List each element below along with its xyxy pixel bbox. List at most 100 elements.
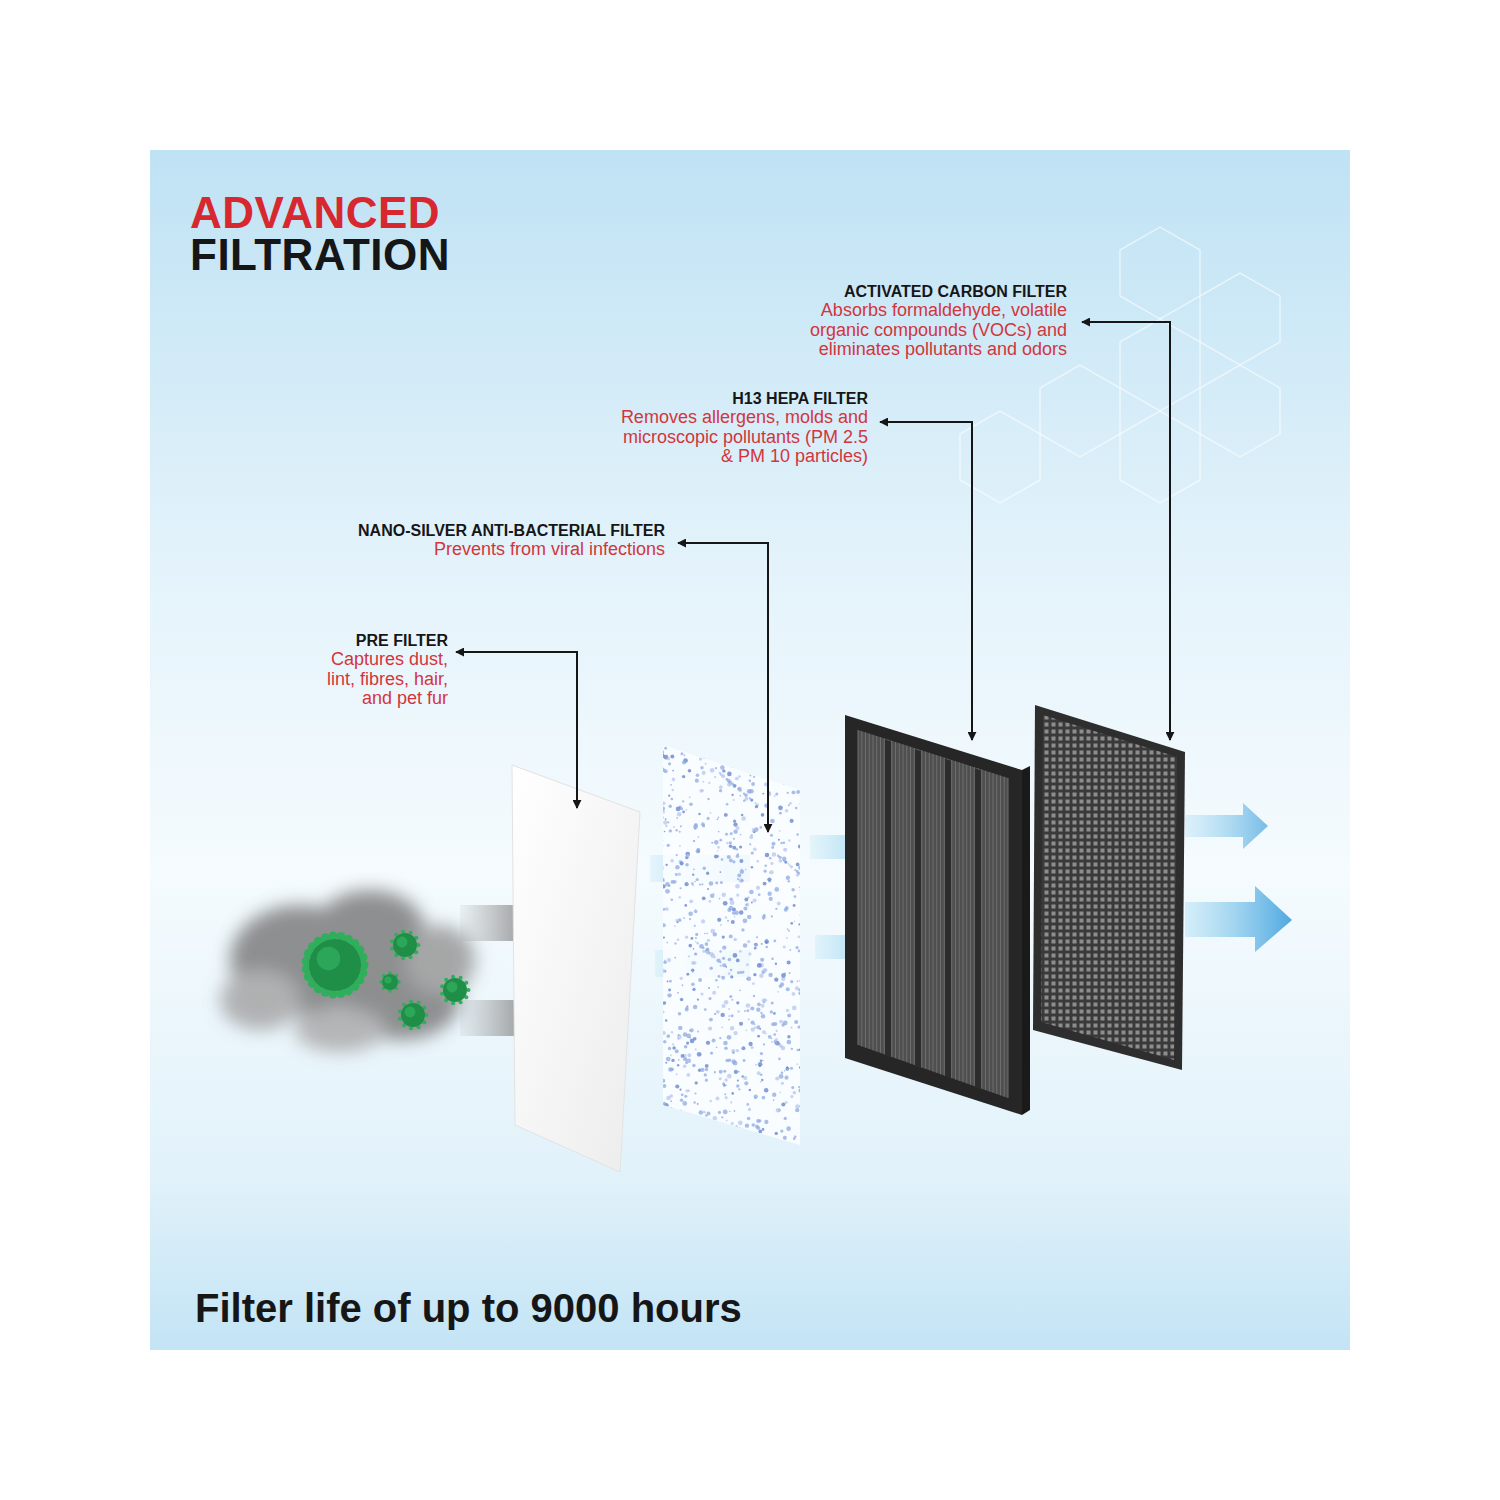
nano-silver-filter-sheet-part-part	[778, 839, 780, 841]
nano-silver-filter-sheet-part-part	[676, 817, 678, 819]
nano-silver-filter-sheet-part-part	[797, 1025, 800, 1028]
caption-text: Filter life of up to 9000 hours	[195, 1286, 742, 1331]
nano-silver-filter-sheet-part-part	[659, 1140, 661, 1142]
nano-silver-filter-sheet-part-part	[694, 952, 697, 955]
nano-silver-filter-sheet-part-part	[721, 1026, 723, 1028]
nano-silver-filter-sheet-part-part	[751, 866, 753, 868]
nano-silver-filter-sheet-part-part	[677, 1064, 679, 1066]
nano-silver-filter-sheet-part-part	[709, 748, 712, 751]
nano-silver-filter-sheet-part-part	[789, 972, 791, 974]
nano-silver-filter-sheet-part-part	[703, 867, 706, 870]
nano-silver-filter-sheet-part-part	[800, 773, 802, 775]
nano-silver-filter-sheet-part-part	[671, 1059, 674, 1062]
nano-silver-filter-sheet-part-part	[730, 969, 732, 971]
nano-silver-filter-sheet-part-part	[662, 969, 666, 973]
nano-silver-filter-sheet-part-part	[741, 1137, 744, 1140]
nano-silver-filter-sheet-part-part	[720, 773, 723, 776]
nano-silver-filter-sheet-part-part	[767, 877, 771, 881]
nano-silver-filter-sheet-part-part	[779, 812, 782, 815]
nano-silver-filter-sheet-part-part	[698, 1119, 703, 1124]
virus-particles-part-part	[401, 1003, 425, 1027]
nano-silver-filter-sheet-part-part	[719, 785, 723, 789]
nano-silver-filter-sheet-part-part	[660, 1050, 663, 1053]
nano-silver-filter-sheet-part-part	[799, 886, 801, 888]
nano-silver-filter-sheet-part-part	[661, 839, 664, 842]
nano-silver-filter-sheet-part-part	[790, 764, 795, 769]
nano-silver-filter-sheet-part-part	[794, 895, 797, 898]
nano-silver-filter-sheet-part-part	[789, 864, 791, 866]
nano-silver-filter-sheet-part-part	[795, 946, 798, 949]
nano-silver-filter-sheet-part-part	[679, 845, 681, 847]
nano-silver-filter-sheet-part-part	[727, 920, 729, 922]
hexagon-pattern-part	[1120, 319, 1200, 411]
nano-silver-filter-sheet-part-part	[680, 1116, 683, 1119]
nano-silver-filter-sheet-part-part	[681, 744, 686, 749]
nano-silver-filter-sheet-part-part	[693, 840, 695, 842]
nano-silver-filter-sheet-part-part	[737, 787, 741, 791]
nano-silver-filter-sheet-part-part	[695, 779, 699, 783]
nano-silver-filter-sheet-part-part	[672, 1133, 675, 1136]
nano-silver-filter-sheet-part-part	[666, 1057, 671, 1062]
nano-silver-filter-sheet-part-part	[665, 818, 667, 820]
nano-silver-filter-sheet-part-part	[676, 854, 678, 856]
nano-silver-filter-sheet-part-part	[683, 1147, 688, 1152]
hepa-filter-frame-part-part	[959, 762, 960, 1080]
nano-silver-filter-sheet-part-part	[733, 953, 738, 958]
nano-silver-filter-sheet-part-part	[699, 1110, 703, 1114]
nano-silver-filter-sheet-part-part	[677, 812, 682, 817]
nano-silver-filter-sheet-part-part	[691, 983, 694, 986]
nano-silver-filter-sheet-part-part	[714, 776, 716, 778]
nano-silver-filter-sheet-part-part	[751, 1123, 755, 1127]
nano-silver-filter-sheet-part-part	[755, 1064, 757, 1066]
nano-silver-filter-sheet-part-part	[709, 1018, 713, 1022]
nano-silver-filter-sheet-part-part	[675, 829, 677, 831]
nano-silver-filter-sheet-part-part	[747, 915, 751, 919]
nano-silver-filter-sheet-part-part	[713, 932, 717, 936]
nano-silver-filter-sheet-part-part	[794, 869, 796, 871]
nano-silver-filter-sheet-part-part	[728, 742, 732, 746]
nano-silver-filter-sheet-part-part	[783, 859, 785, 861]
polluted-air-part	[220, 890, 475, 1052]
nano-silver-filter-sheet-part-part	[719, 898, 721, 900]
nano-silver-filter-sheet-part-part	[737, 748, 741, 752]
nano-silver-filter-sheet-part-part	[729, 995, 732, 998]
nano-silver-filter-sheet-part-part	[775, 963, 777, 965]
nano-silver-filter-sheet-part-part	[765, 939, 769, 943]
nano-silver-filter-sheet-part-part	[681, 1054, 685, 1058]
hepa-filter-frame-part	[858, 730, 1008, 1098]
nano-silver-filter-sheet-part-part	[673, 826, 675, 828]
nano-silver-filter-sheet-part-part	[739, 1022, 743, 1026]
hepa-filter-frame-part	[858, 730, 1008, 1098]
nano-silver-filter-sheet-part-part	[675, 865, 679, 869]
polluted-air-part	[460, 1000, 516, 1036]
nano-silver-filter-sheet-part-part	[698, 813, 700, 815]
nano-silver-filter-sheet-part-part	[688, 956, 690, 958]
nano-silver-filter-sheet-part-part	[739, 950, 742, 953]
nano-silver-filter-sheet-part-part	[775, 1076, 779, 1080]
nano-silver-filter-sheet-part-part	[754, 1094, 758, 1098]
hepa-filter-frame-part-part	[915, 749, 921, 1068]
nano-silver-filter-sheet-part-part	[788, 880, 790, 882]
nano-silver-filter-sheet-part-part	[799, 979, 803, 983]
nano-silver-filter-sheet-part-part	[777, 855, 779, 857]
nano-silver-filter-sheet-part-part	[751, 1028, 755, 1032]
nano-silver-filter-sheet-part-part	[737, 1080, 739, 1082]
nano-silver-filter-sheet-part-part	[754, 943, 757, 946]
nano-silver-filter-sheet-part-part	[734, 1110, 736, 1112]
nano-silver-filter-sheet-part-part	[781, 1082, 784, 1085]
nano-silver-filter-sheet-part-part	[756, 1144, 759, 1147]
nano-silver-filter-sheet-part-part	[795, 986, 799, 990]
nano-silver-filter-sheet-part-part	[754, 742, 756, 744]
nano-silver-filter-sheet-part-part	[791, 1086, 794, 1089]
nano-silver-filter-sheet-part-part	[801, 812, 803, 814]
nano-silver-filter-sheet-part-part	[670, 1108, 674, 1112]
nano-silver-filter-sheet-part-part	[708, 900, 711, 903]
nano-silver-filter-sheet-part-part	[768, 1035, 772, 1039]
nano-silver-filter-sheet-part-part	[682, 1101, 687, 1106]
nano-silver-filter-sheet-part-part	[769, 749, 772, 752]
nano-silver-filter-sheet-part-part	[733, 1061, 738, 1066]
nano-silver-filter-sheet-part-part	[682, 775, 685, 778]
virus-particles-part-part	[447, 982, 458, 993]
nano-silver-filter-sheet-part-part	[802, 968, 806, 972]
nano-silver-filter-sheet-part-part	[802, 751, 805, 754]
